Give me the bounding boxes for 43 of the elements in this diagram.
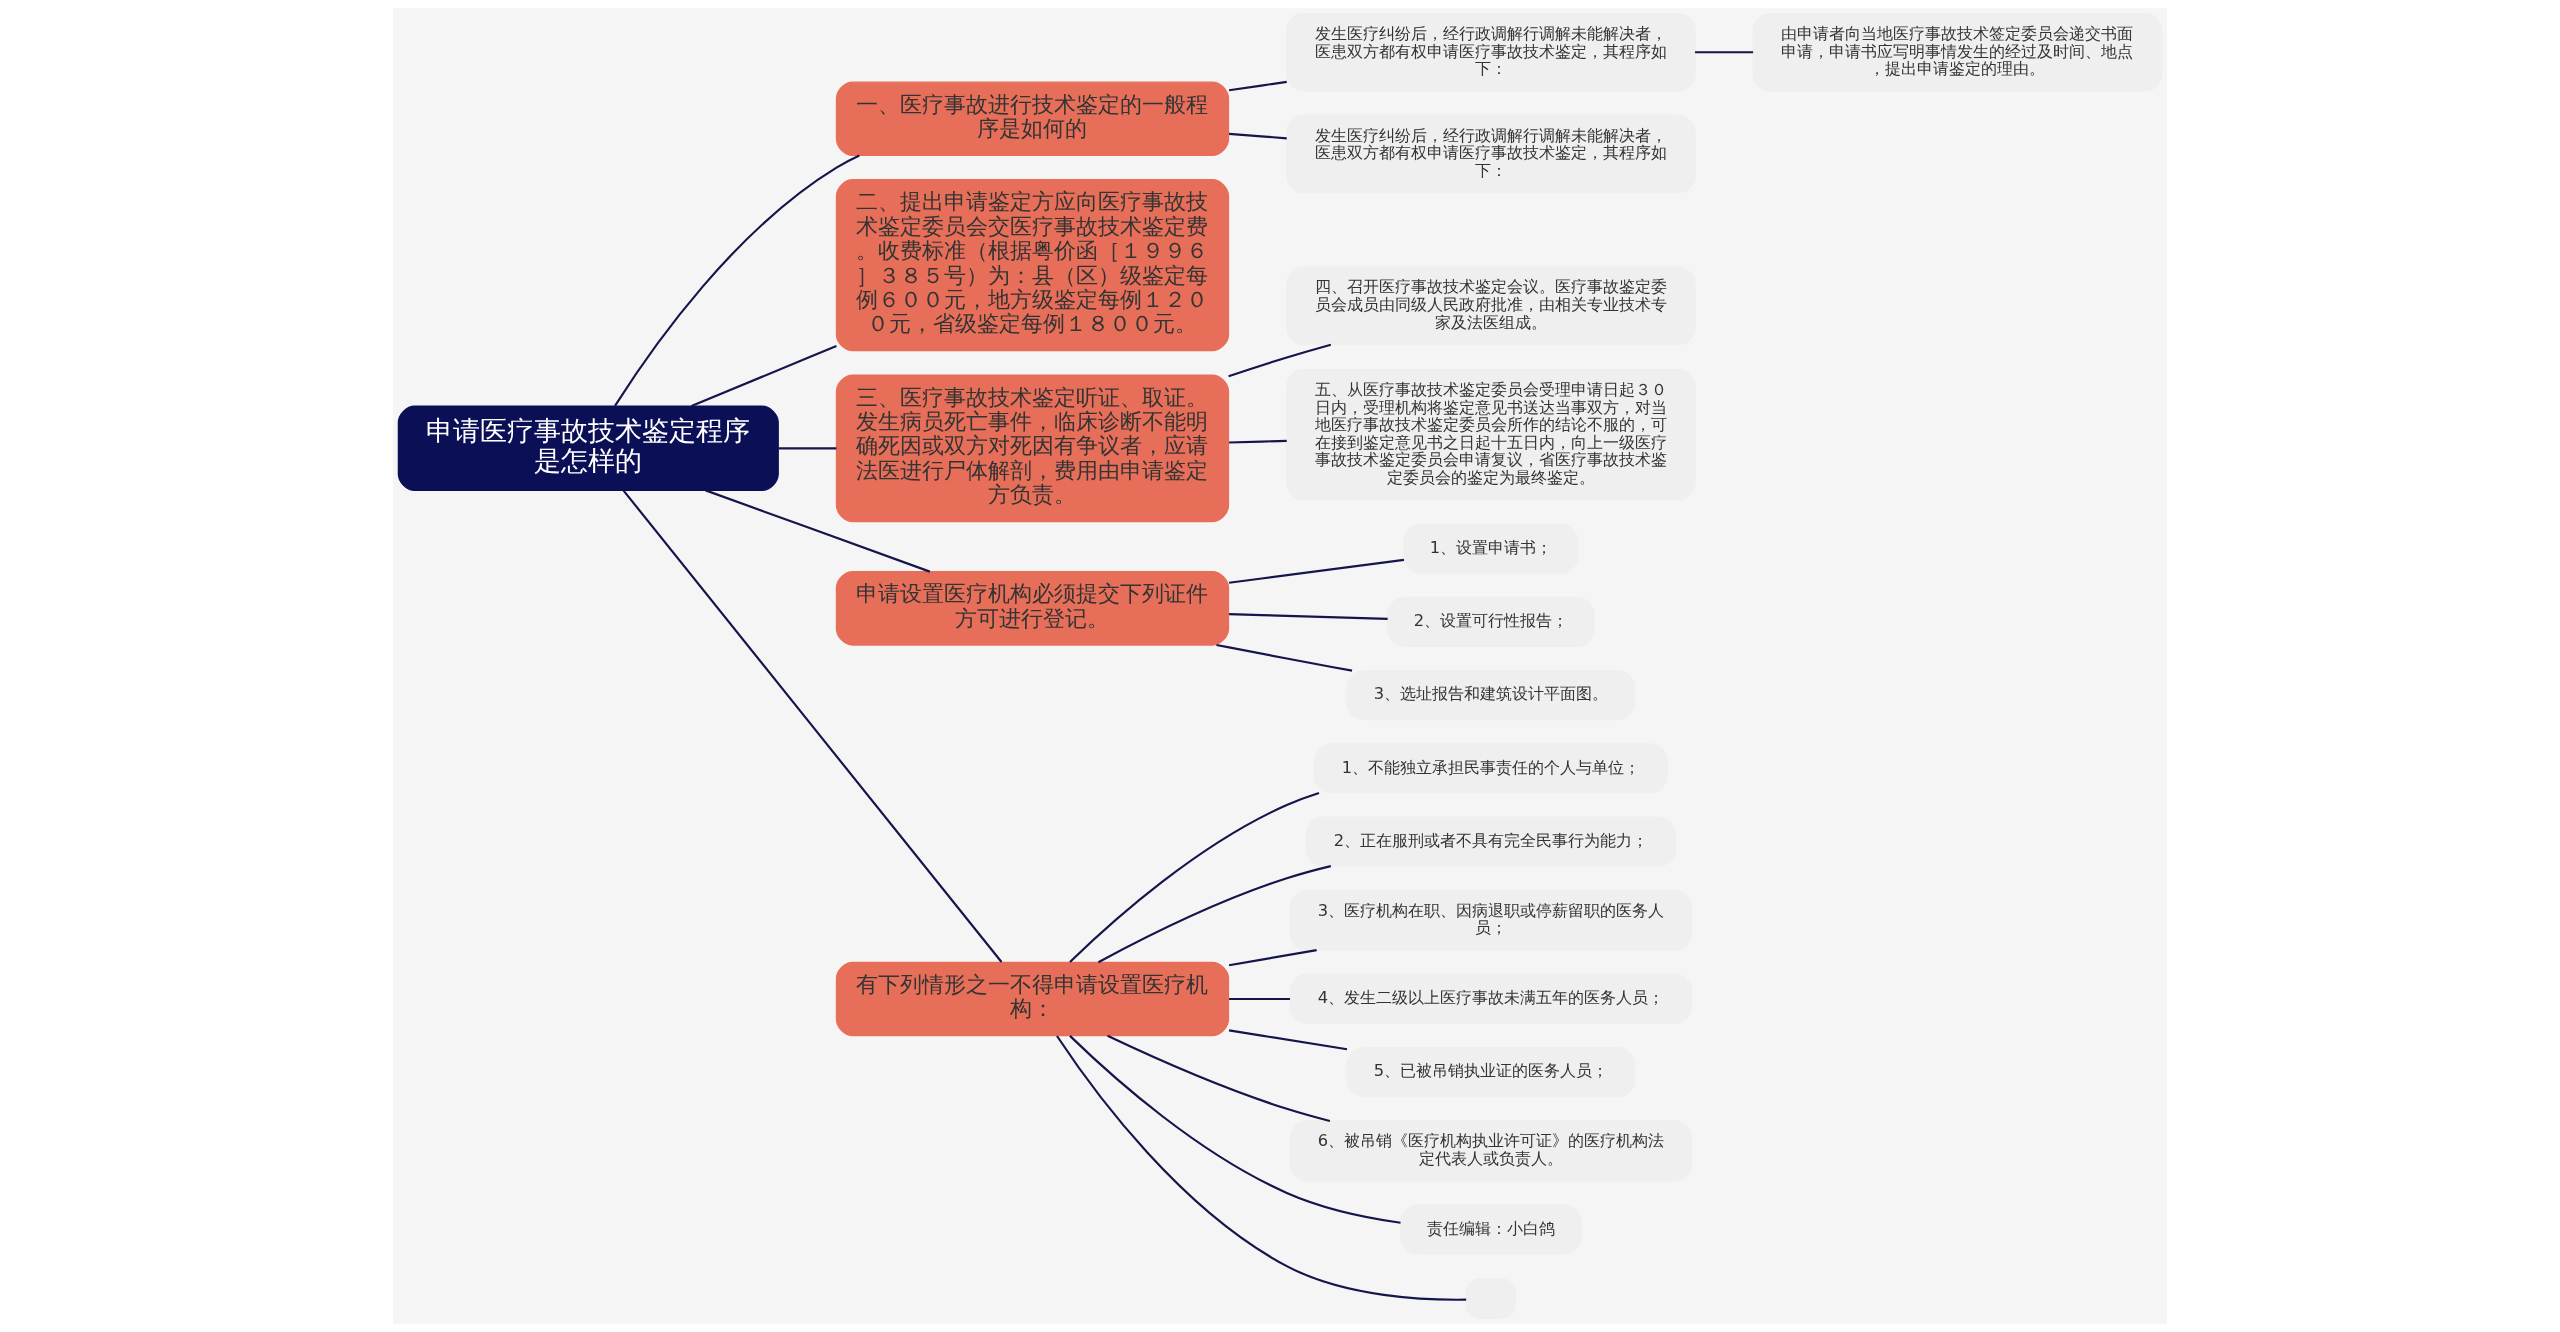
connector bbox=[614, 154, 860, 407]
connector bbox=[1229, 613, 1388, 620]
node-box: 责任编辑：小白鸽 bbox=[1400, 1204, 1582, 1255]
node-box: 2、正在服刑或者不具有完全民事行为能力； bbox=[1305, 816, 1677, 867]
node-box: 1、设置申请书； bbox=[1403, 523, 1579, 574]
connector bbox=[1228, 343, 1332, 378]
node-box: 2、设置可行性报告； bbox=[1387, 596, 1595, 647]
node-box: 发生医疗纠纷后，经行政调解行调解未能解决者，医患双方都有权申请医疗事故技术鉴定，其程序如下： bbox=[1286, 12, 1696, 92]
connector bbox=[1069, 1035, 1401, 1224]
connector bbox=[1229, 997, 1290, 1001]
connector bbox=[1695, 51, 1754, 54]
node-box: 五、从医疗事故技术鉴定委员会受理申请日起３０日内，受理机构将鉴定意见书送达当事双方，对当地医疗事故技术鉴定委员会所作的结论不服的，可在接到鉴定意见书之日起十五日内，向上一级医疗事故技术鉴定委员会申请复议，省医疗事故技术鉴定委员会的鉴定为最终鉴定。 bbox=[1286, 369, 1696, 501]
node-box: 二、提出申请鉴定方应向医疗事故技术鉴定委员会交医疗事故技术鉴定费。收费标准（根据粤价函［１９９６］３８５号）为：县（区）级鉴定每例６００元，地方级鉴定每例１２００元，省级鉴定每例１８００元。 bbox=[835, 179, 1230, 352]
node-box: 5、已被吊销执业证的医务人员； bbox=[1346, 1047, 1636, 1098]
node-box: 有下列情形之一不得申请设置医疗机构： bbox=[835, 961, 1230, 1037]
connector bbox=[1228, 558, 1405, 584]
node-box: 一、医疗事故进行技术鉴定的一般程序是如何的 bbox=[835, 81, 1230, 157]
node-box: 四、召开医疗事故技术鉴定会议。医疗事故鉴定委员会成员由同级人民政府批准，由相关专业技术专家及法医组成。 bbox=[1286, 266, 1696, 346]
node-box: 三、医疗事故技术鉴定听证、取证。发生病员死亡事件，临床诊断不能明确死因或双方对死因有争议者，应请法医进行尸体解剖，费用由申请鉴定方负责。 bbox=[835, 374, 1230, 523]
node-box bbox=[1465, 1278, 1516, 1320]
connector bbox=[1069, 791, 1320, 963]
node-box: 由申请者向当地医疗事故技术签定委员会递交书面申请，申请书应写明事情发生的经过及时间、地点，提出申请鉴定的理由。 bbox=[1752, 12, 2163, 92]
connector bbox=[778, 447, 837, 450]
connector bbox=[1228, 80, 1287, 92]
connector bbox=[622, 489, 1003, 963]
node-box: 6、被吊销《医疗机构执业许可证》的医疗机构法定代表人或负责人。 bbox=[1289, 1120, 1693, 1182]
node-box: 申请设置医疗机构必须提交下列证件方可进行登记。 bbox=[835, 571, 1230, 646]
connector bbox=[1228, 949, 1317, 967]
node-box: 发生医疗纠纷后，经行政调解行调解未能解决者，医患双方都有权申请医疗事故技术鉴定，其程序如下： bbox=[1286, 114, 1696, 194]
connector bbox=[1229, 439, 1287, 444]
connector bbox=[691, 344, 837, 408]
node-box: 1、不能独立承担民事责任的个人与单位； bbox=[1313, 743, 1668, 794]
node-box: 3、选址报告和建筑设计平面图。 bbox=[1346, 670, 1636, 721]
node-box: 4、发生二级以上医疗事故未满五年的医务人员； bbox=[1289, 973, 1693, 1025]
node-box: 3、医疗机构在职、因病退职或停薪留职的医务人员； bbox=[1289, 889, 1693, 951]
connector bbox=[1107, 1034, 1331, 1123]
connector bbox=[1216, 643, 1353, 672]
connector bbox=[705, 489, 931, 573]
connector bbox=[1056, 1035, 1467, 1301]
connector bbox=[1229, 132, 1287, 140]
node-box: 申请医疗事故技术鉴定程序是怎样的 bbox=[397, 405, 779, 492]
connector bbox=[1228, 1029, 1348, 1051]
connector bbox=[1097, 865, 1332, 964]
